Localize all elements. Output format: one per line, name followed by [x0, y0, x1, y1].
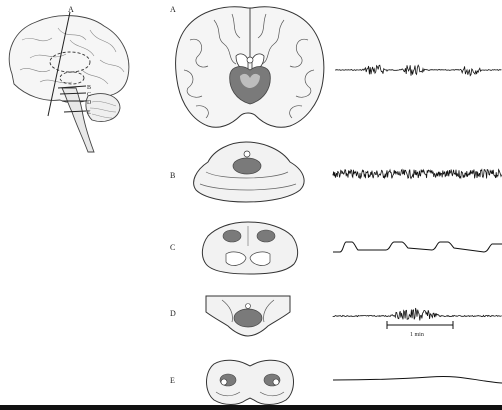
section-C [202, 222, 297, 274]
section-C-outline [202, 222, 297, 274]
coronal-section [176, 7, 324, 127]
brain-level-label-B: B [87, 85, 91, 91]
section-C-lesion-left [223, 230, 241, 242]
brain-level-label-D: D [87, 100, 92, 106]
bottom-border [0, 405, 502, 410]
section-D [206, 296, 290, 336]
section-E-outline [207, 360, 294, 404]
section-E [207, 360, 294, 404]
brain-level-label-E: E [87, 110, 91, 116]
panel-label-B: B [170, 171, 175, 180]
brain-lateral-view [9, 12, 129, 152]
trace-E [333, 376, 502, 383]
scale-bar-label: 1 min [410, 332, 424, 338]
panel-label-A: A [170, 5, 176, 14]
brain-level-label-C: C [87, 92, 91, 98]
panel-label-C: C [170, 243, 175, 252]
brain-cut-label-A: A [68, 5, 74, 14]
trace-D [333, 308, 502, 320]
section-B [194, 142, 304, 202]
section-D-lesion [234, 309, 262, 327]
trace-A [335, 65, 501, 76]
cerebellum [86, 94, 120, 122]
section-C-lesion-right [257, 230, 275, 242]
section-B-lesion [233, 158, 261, 174]
panel-label-E: E [170, 376, 175, 385]
trace-C [333, 242, 502, 252]
scale-bar [387, 321, 453, 329]
trace-B [333, 170, 502, 179]
panel-label-D: D [170, 309, 176, 318]
